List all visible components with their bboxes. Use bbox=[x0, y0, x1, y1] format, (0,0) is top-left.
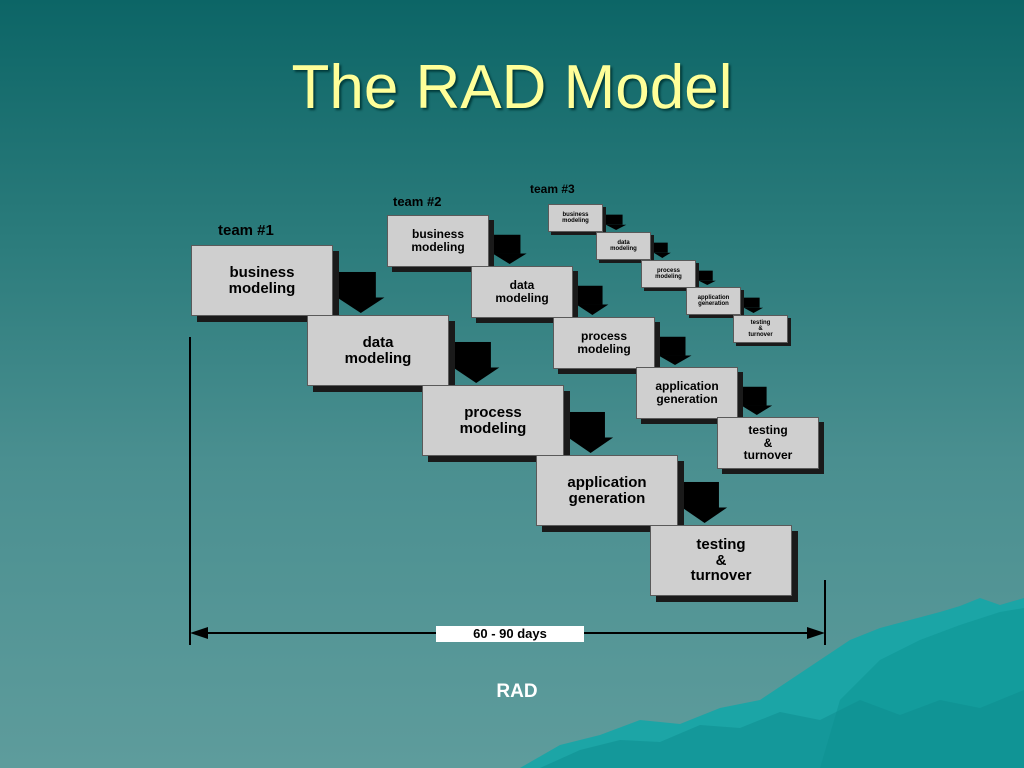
flow-arrow bbox=[335, 271, 385, 313]
phase-label: data modeling bbox=[344, 333, 412, 367]
flow-arrow bbox=[491, 234, 527, 264]
phase-box: application generation bbox=[686, 287, 741, 315]
phase-box: testing & turnover bbox=[733, 315, 788, 343]
phase-label: business modeling bbox=[228, 263, 296, 297]
phase-label: data modeling bbox=[495, 278, 549, 305]
team-label: team #3 bbox=[530, 182, 575, 196]
phase-label: process modeling bbox=[459, 403, 527, 437]
phase-label: testing & turnover bbox=[690, 535, 752, 585]
phase-label: application generation bbox=[697, 294, 730, 307]
phase-box: business modeling bbox=[548, 204, 603, 232]
phase-label: application generation bbox=[567, 473, 647, 507]
slide-title: The RAD Model bbox=[291, 53, 733, 122]
timeline-label: 60 - 90 days bbox=[436, 626, 584, 642]
flow-arrow bbox=[657, 336, 692, 365]
team-label: team #2 bbox=[393, 194, 442, 209]
flow-arrow bbox=[680, 481, 728, 523]
phase-box: data modeling bbox=[307, 315, 449, 386]
phase-label: process modeling bbox=[655, 267, 682, 280]
phase-box: data modeling bbox=[471, 266, 573, 318]
flow-arrow bbox=[653, 242, 671, 258]
phase-label: business modeling bbox=[411, 227, 465, 254]
phase-label: testing & turnover bbox=[748, 319, 773, 339]
flow-arrow bbox=[575, 285, 609, 315]
phase-label: data modeling bbox=[610, 239, 637, 252]
phase-box: process modeling bbox=[641, 260, 696, 288]
phase-box: testing & turnover bbox=[717, 417, 819, 469]
phase-box: business modeling bbox=[387, 215, 489, 267]
phase-box: process modeling bbox=[553, 317, 655, 369]
phase-box: process modeling bbox=[422, 385, 564, 456]
phase-label: testing & turnover bbox=[743, 423, 793, 463]
flow-arrow bbox=[698, 270, 716, 285]
phase-box: business modeling bbox=[191, 245, 333, 316]
phase-box: application generation bbox=[536, 455, 678, 526]
phase-label: business modeling bbox=[562, 211, 589, 224]
flow-arrow bbox=[743, 297, 764, 313]
phase-label: application generation bbox=[655, 379, 719, 406]
flow-arrow bbox=[740, 386, 773, 415]
phase-box: testing & turnover bbox=[650, 525, 792, 596]
team-label: team #1 bbox=[218, 222, 274, 239]
flow-arrows bbox=[335, 214, 773, 523]
flow-arrow bbox=[566, 411, 614, 453]
phase-box: data modeling bbox=[596, 232, 651, 260]
figure-caption: RAD bbox=[496, 681, 538, 702]
flow-arrow bbox=[605, 214, 627, 230]
phase-box: application generation bbox=[636, 367, 738, 419]
flow-arrow bbox=[451, 341, 500, 383]
phase-label: process modeling bbox=[577, 329, 631, 356]
